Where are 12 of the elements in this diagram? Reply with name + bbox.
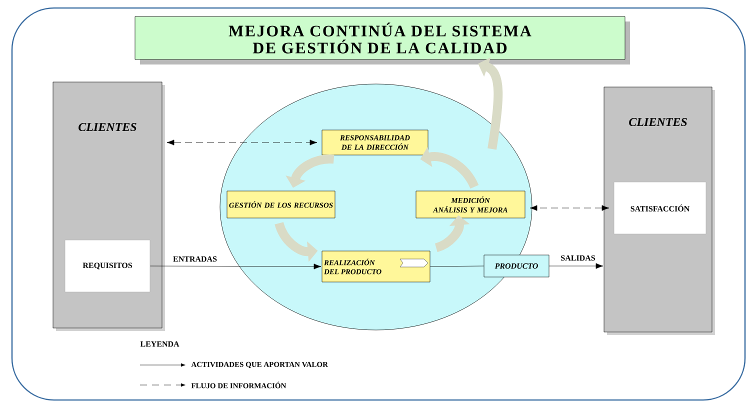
edge-label: ENTRADAS	[172, 255, 218, 263]
legend-heading: LEYENDA	[140, 341, 180, 347]
text-box: REQUISITOS	[64, 240, 150, 292]
arrow	[530, 205, 610, 211]
arrow	[549, 263, 604, 269]
arrow	[166, 140, 318, 146]
arrow	[150, 264, 322, 270]
title-box: MEJORA CONTINÚA DEL SISTEMA DE GESTIÓN DE LA CALIDAD	[134, 16, 626, 60]
output-box: PRODUCTO	[484, 254, 550, 278]
edge-label: SALIDAS	[560, 254, 596, 262]
connector-line	[430, 266, 484, 267]
text-box: SATISFACCIÓN	[614, 182, 706, 234]
